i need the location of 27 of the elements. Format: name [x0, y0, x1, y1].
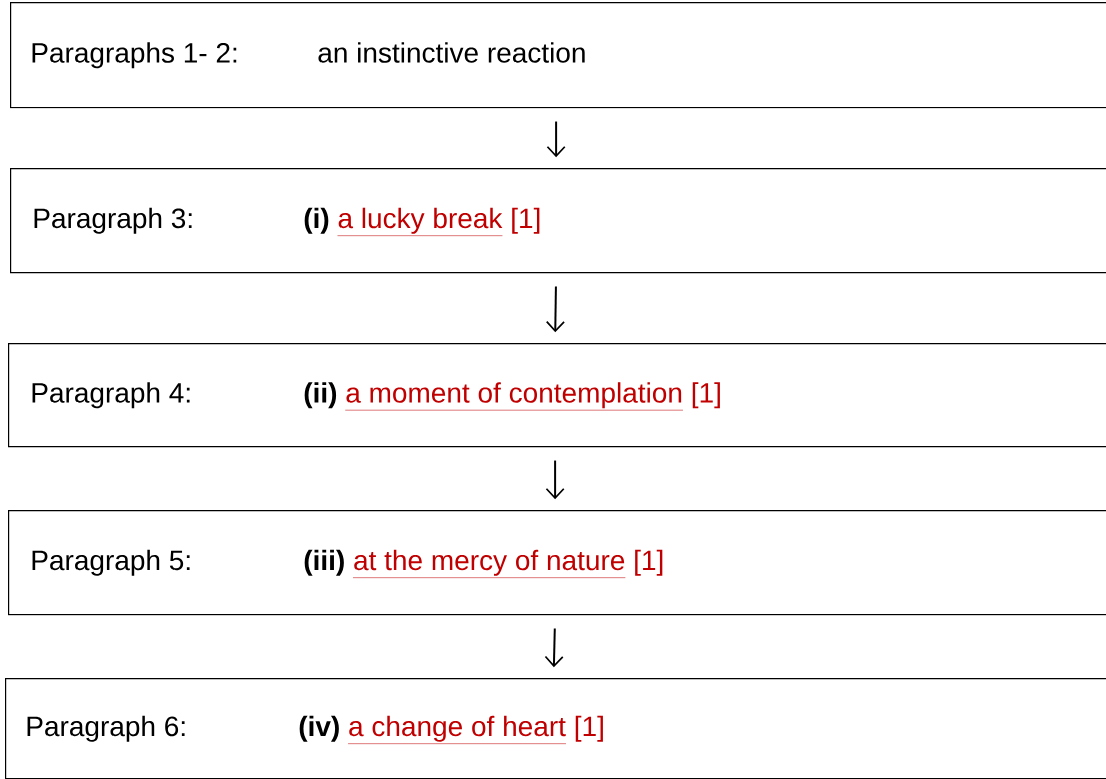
- mark-text: [1]: [512, 207, 540, 234]
- answer-text: a moment of contemplation: [345, 382, 684, 411]
- mark-text: [1]: [575, 715, 603, 742]
- numeral-text: (i): [304, 207, 329, 234]
- label-text: Paragraphs 1- 2:: [32, 42, 237, 69]
- arrow: [544, 627, 564, 668]
- answer-text: a lucky break: [337, 207, 503, 236]
- mark-text: [1]: [692, 382, 720, 409]
- arrow: [546, 120, 566, 158]
- description-text: an instinctive reaction: [318, 42, 585, 63]
- paragraph-box: [10, 2, 1106, 109]
- label-text: Paragraph 6:: [27, 715, 185, 742]
- paragraph-box: [8, 510, 1106, 616]
- answer-text: a change of heart: [347, 715, 567, 744]
- arrow: [545, 285, 565, 333]
- answer-text: at the mercy of nature: [352, 549, 626, 578]
- paragraph-box: [8, 343, 1106, 448]
- numeral-text: (iii): [304, 549, 344, 576]
- mark-text: [1]: [635, 549, 663, 576]
- label-text: Paragraph 5:: [32, 549, 190, 576]
- numeral-text: (iv): [299, 715, 339, 742]
- paragraph-box: [10, 168, 1106, 274]
- paragraph-box: [5, 678, 1106, 779]
- label-text: Paragraph 4:: [32, 382, 190, 409]
- label-text: Paragraph 3:: [34, 207, 192, 234]
- arrow: [545, 459, 565, 500]
- numeral-text: (ii): [304, 382, 337, 409]
